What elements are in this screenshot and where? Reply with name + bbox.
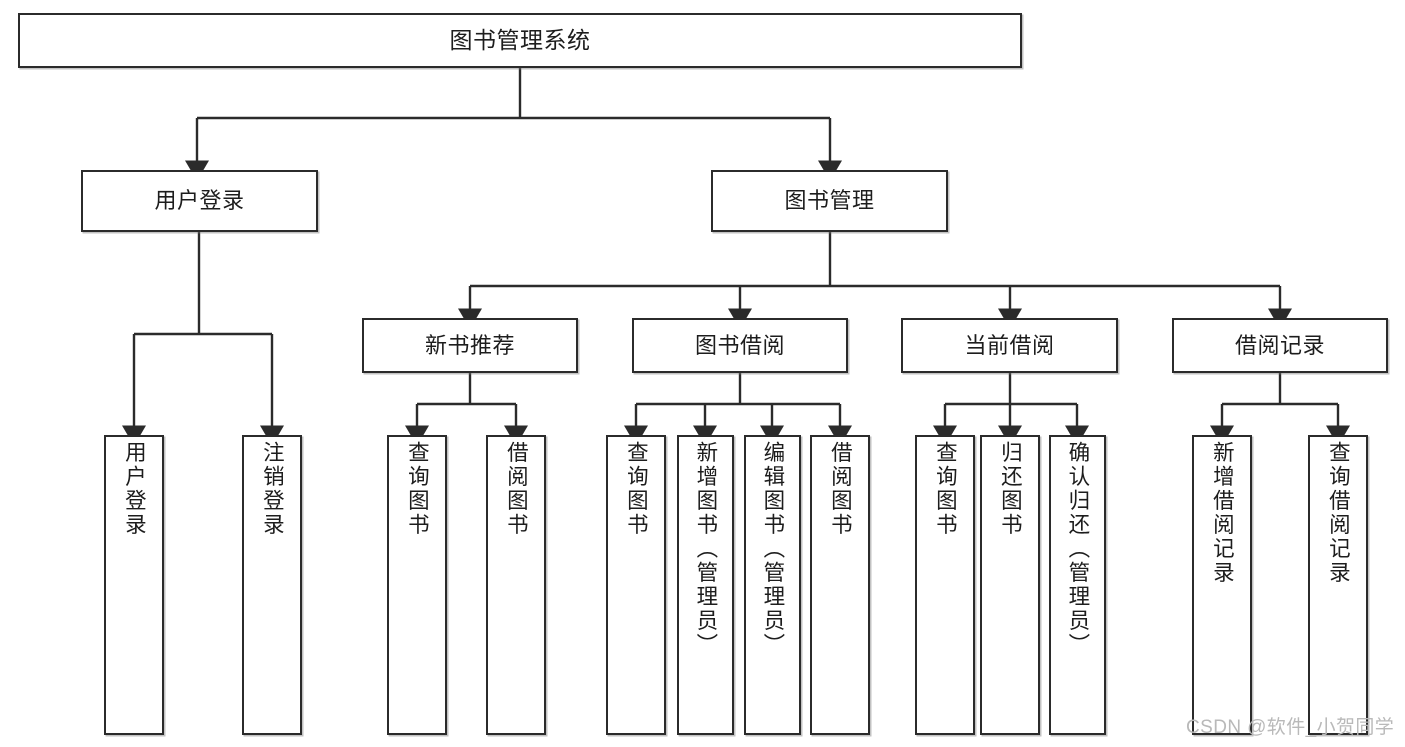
node-leaf-borrow-book-2[interactable]: 借阅图书 bbox=[810, 435, 870, 735]
node-label: 图书管理 bbox=[784, 188, 875, 214]
node-label: 新增借阅记录 bbox=[1210, 441, 1235, 585]
node-leaf-return-book[interactable]: 归还图书 bbox=[980, 435, 1040, 735]
node-label: 注销登录 bbox=[260, 441, 285, 537]
node-leaf-borrow-book-1[interactable]: 借阅图书 bbox=[486, 435, 546, 735]
node-leaf-query-book-1[interactable]: 查询图书 bbox=[387, 435, 447, 735]
node-label: 用户登录 bbox=[122, 441, 147, 537]
node-leaf-confirm-return[interactable]: 确认归还（管理员） bbox=[1049, 435, 1106, 735]
node-leaf-query-book-2[interactable]: 查询图书 bbox=[606, 435, 666, 735]
node-new-book-recommend[interactable]: 新书推荐 bbox=[362, 318, 578, 373]
node-leaf-query-record[interactable]: 查询借阅记录 bbox=[1308, 435, 1368, 735]
node-root-system[interactable]: 图书管理系统 bbox=[18, 13, 1022, 68]
node-label: 编辑图书（管理员） bbox=[760, 441, 785, 657]
node-label: 用户登录 bbox=[154, 188, 245, 214]
node-leaf-query-book-3[interactable]: 查询图书 bbox=[915, 435, 975, 735]
node-label: 查询图书 bbox=[624, 441, 649, 537]
node-book-management[interactable]: 图书管理 bbox=[711, 170, 948, 232]
csdn-watermark: CSDN @软件_小贺同学 bbox=[1186, 717, 1395, 738]
node-label: 确认归还（管理员） bbox=[1065, 441, 1090, 657]
node-label: 新书推荐 bbox=[424, 332, 515, 358]
node-leaf-add-book[interactable]: 新增图书（管理员） bbox=[677, 435, 734, 735]
node-label: 查询借阅记录 bbox=[1326, 441, 1351, 585]
node-label: 借阅记录 bbox=[1234, 332, 1325, 358]
node-label: 图书管理系统 bbox=[449, 26, 591, 53]
node-label: 借阅图书 bbox=[504, 441, 529, 537]
node-leaf-user-login[interactable]: 用户登录 bbox=[104, 435, 164, 735]
node-borrow-record[interactable]: 借阅记录 bbox=[1172, 318, 1388, 373]
node-label: 查询图书 bbox=[405, 441, 430, 537]
node-leaf-edit-book[interactable]: 编辑图书（管理员） bbox=[744, 435, 801, 735]
node-label: 图书借阅 bbox=[694, 332, 785, 358]
node-leaf-user-logout[interactable]: 注销登录 bbox=[242, 435, 302, 735]
node-label: 查询图书 bbox=[933, 441, 958, 537]
node-book-borrow[interactable]: 图书借阅 bbox=[632, 318, 848, 373]
node-label: 借阅图书 bbox=[828, 441, 853, 537]
node-label: 新增图书（管理员） bbox=[693, 441, 718, 657]
node-label: 当前借阅 bbox=[964, 332, 1055, 358]
node-label: 归还图书 bbox=[998, 441, 1023, 537]
node-current-borrow[interactable]: 当前借阅 bbox=[901, 318, 1118, 373]
node-leaf-add-record[interactable]: 新增借阅记录 bbox=[1192, 435, 1252, 735]
node-user-login[interactable]: 用户登录 bbox=[81, 170, 318, 232]
